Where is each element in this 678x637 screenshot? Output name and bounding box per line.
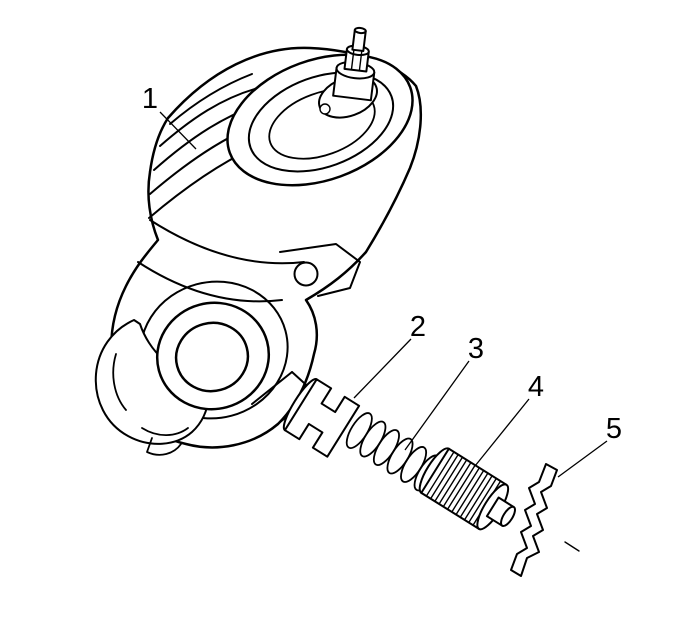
callouts: 1 2 3 4 5 — [142, 83, 622, 478]
shaft-nub-top — [353, 26, 367, 35]
callout-5-label: 5 — [606, 413, 622, 445]
inlet-port — [155, 301, 271, 411]
knurl-line — [426, 452, 455, 496]
knurl-line — [451, 467, 480, 512]
drive-shaft — [332, 26, 376, 102]
band-line — [137, 261, 283, 303]
callout-1-label: 1 — [142, 83, 158, 115]
part-2-valve-seat — [282, 378, 361, 458]
pump-housing-drawing — [94, 26, 423, 456]
knurl-line — [460, 473, 489, 518]
knurl-line — [464, 475, 493, 520]
callout-3-label: 3 — [468, 333, 484, 365]
part-5-retainer-clip — [510, 463, 580, 577]
bolt-boss — [293, 261, 319, 287]
clip-outline — [510, 463, 558, 577]
callout-4-leader — [474, 398, 530, 467]
callout-5-leader — [557, 440, 608, 478]
knurl-lines — [426, 452, 501, 526]
knurl-line — [438, 460, 467, 504]
rib-line — [169, 73, 253, 125]
knurl-line — [455, 470, 484, 515]
band-line — [149, 219, 305, 265]
foot-detail-arc — [141, 427, 189, 437]
collar-facet-line — [358, 51, 363, 71]
body-band-lines — [137, 219, 305, 303]
cap-middle-ring — [247, 71, 395, 173]
callout-1-leader — [159, 111, 197, 150]
spring-coil — [386, 437, 414, 475]
callout-2-leader — [353, 338, 412, 399]
plug-nub-end — [500, 505, 516, 528]
knurl-line — [447, 465, 476, 510]
snout-line — [251, 371, 293, 405]
side-bracket-detail — [279, 243, 361, 297]
knurl-line — [434, 457, 463, 502]
foot-tab — [146, 437, 182, 456]
callout-4-label: 4 — [528, 371, 544, 403]
callout-2-label: 2 — [410, 311, 426, 343]
knurl-line — [443, 462, 472, 507]
cap-inner-ring — [268, 88, 376, 160]
spring-coil — [359, 420, 387, 458]
keyway-detail — [319, 103, 331, 115]
bracket-outline — [279, 243, 361, 297]
port-bore — [174, 321, 250, 393]
knurl-line — [430, 454, 459, 499]
foot-detail-arc — [112, 353, 127, 411]
collar-facet-line — [350, 50, 355, 70]
spring-coil — [372, 429, 400, 466]
knurl-line — [468, 478, 497, 523]
callout-3-leader — [404, 360, 470, 451]
seat-profile — [283, 378, 361, 458]
rib-line — [159, 87, 259, 147]
clip-tick-mark — [564, 541, 580, 552]
part-4-knurled-plug — [418, 447, 516, 531]
